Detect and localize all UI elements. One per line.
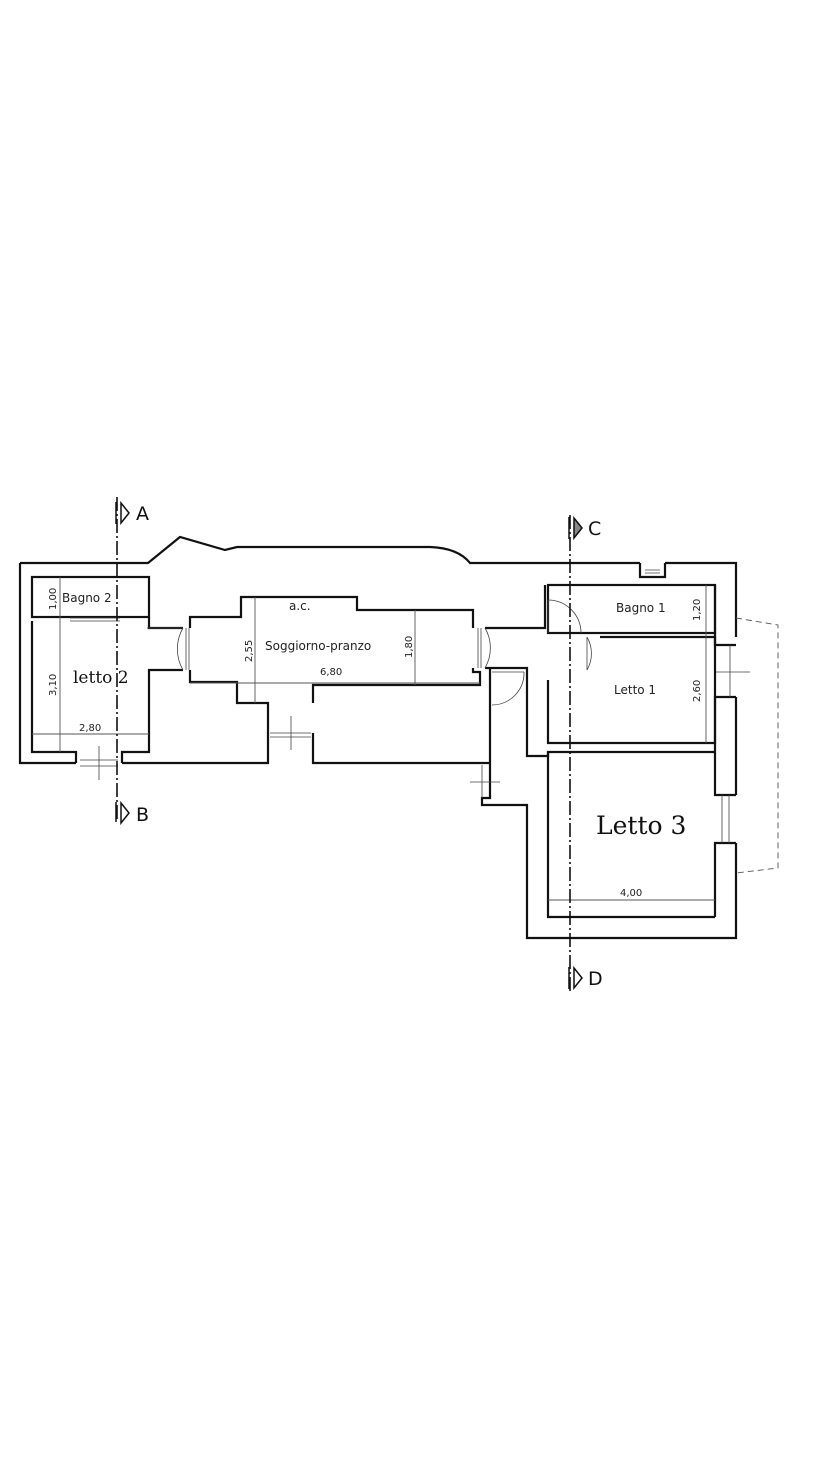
- room-label-bagno2: Bagno 2: [62, 591, 112, 605]
- section-label-d: D: [588, 968, 603, 990]
- balcony-outline: [735, 617, 779, 874]
- room-label-letto3: Letto 3: [596, 811, 686, 840]
- section-label-c: C: [588, 518, 601, 540]
- room-label-bagno1: Bagno 1: [616, 601, 666, 615]
- dim-letto2-h: 3,10: [48, 674, 59, 696]
- dimension-lines: [32, 577, 715, 901]
- section-label-a: A: [136, 503, 149, 525]
- room-label-letto1: Letto 1: [614, 683, 656, 697]
- door-soggiorno: [477, 627, 491, 669]
- outer-walls: [18, 535, 738, 940]
- dim-soggiorno-h1: 2,55: [244, 640, 255, 662]
- room-label-letto2: letto 2: [73, 668, 129, 688]
- door-letto2: [147, 627, 184, 671]
- door-letto1: [586, 636, 592, 671]
- dim-letto1-h: 2,60: [692, 680, 703, 702]
- section-d-marker: [568, 965, 583, 991]
- openings: [70, 569, 750, 843]
- dim-soggiorno-h2: 1,80: [404, 636, 415, 658]
- dim-letto2-w: 2,80: [79, 723, 101, 734]
- section-a-marker: [115, 500, 130, 526]
- inner-walls: [30, 575, 717, 919]
- dim-bagno1-h: 1,20: [692, 599, 703, 621]
- room-label-ac: a.c.: [289, 599, 311, 613]
- bagno2-walls: [30, 575, 151, 619]
- room-label-soggiorno: Soggiorno-pranzo: [265, 639, 371, 653]
- section-label-b: B: [136, 804, 149, 826]
- section-b-marker: [115, 800, 130, 826]
- dim-soggiorno-w: 6,80: [320, 667, 342, 678]
- section-c-marker: [568, 515, 583, 541]
- door-corridor: [491, 671, 525, 706]
- door-bagno1: [547, 599, 582, 634]
- dim-letto3-w: 4,00: [620, 888, 642, 899]
- dim-bagno2-h: 1,00: [48, 588, 59, 610]
- section-lines: A B C D: [115, 497, 603, 993]
